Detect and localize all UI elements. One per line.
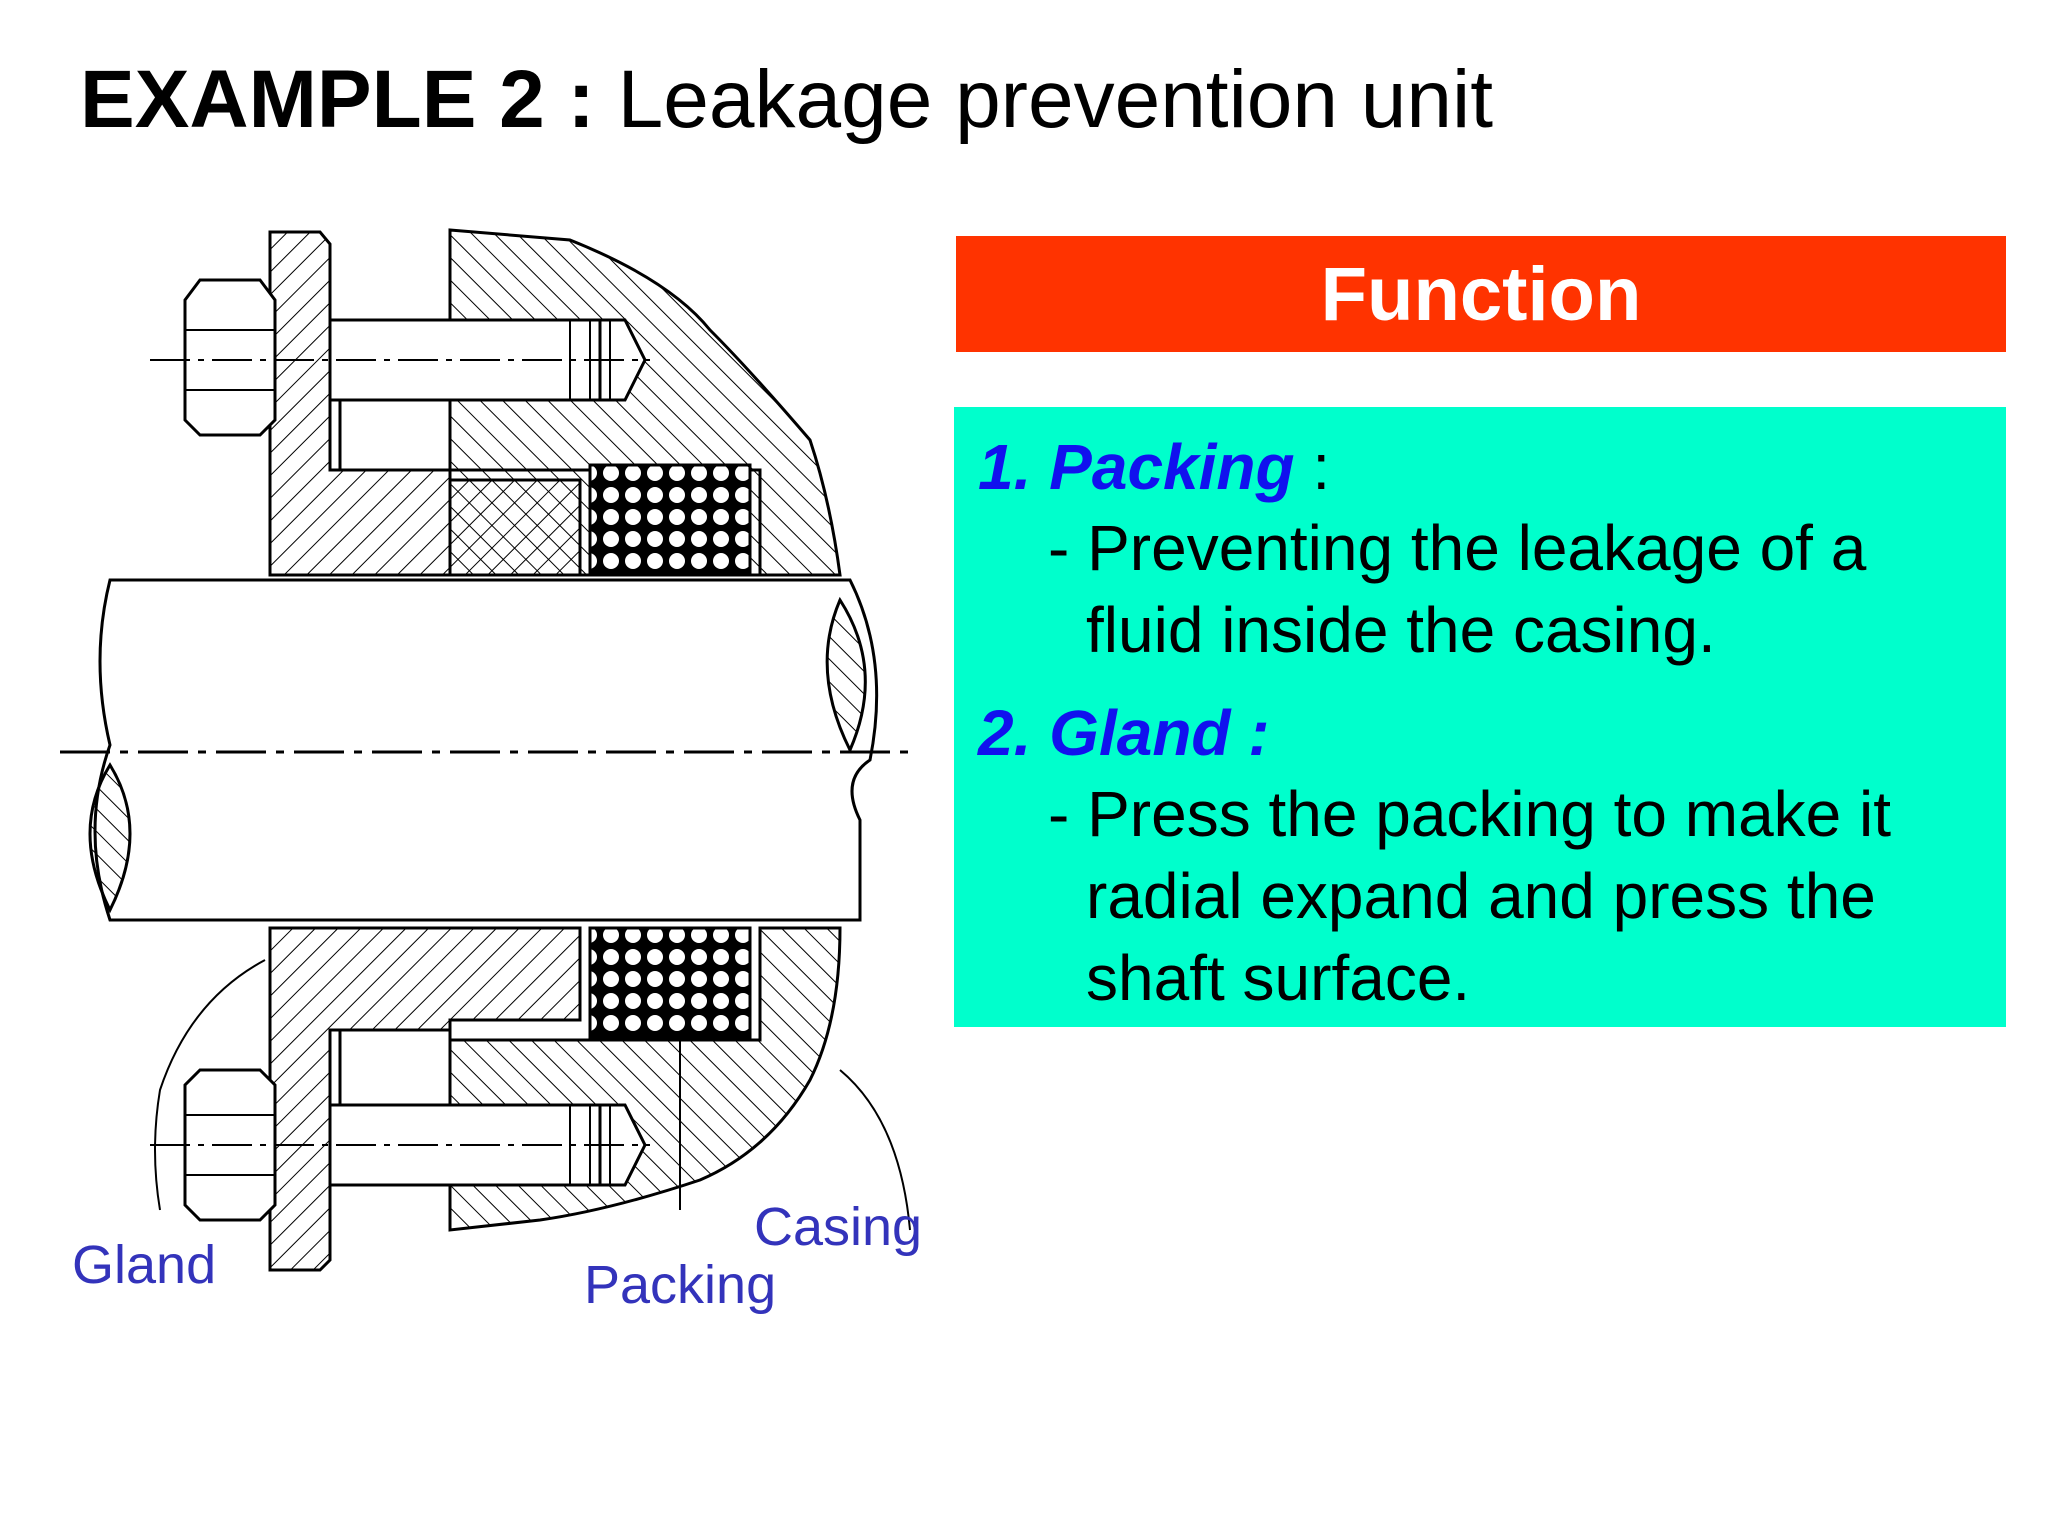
item-description: - Preventing the leakage of a fluid insi…	[1048, 507, 1986, 671]
title-rest: Leakage prevention unit	[617, 54, 1494, 145]
label-gland: Gland	[72, 1235, 217, 1295]
function-header-text: Function	[1320, 251, 1642, 337]
shaft	[93, 578, 879, 922]
item-title: 1. Packing :	[978, 427, 1986, 507]
item-desc-line: fluid inside the casing.	[1086, 594, 1716, 666]
function-body: 1. Packing : - Preventing the leakage of…	[954, 407, 2006, 1027]
label-casing: Casing	[754, 1197, 923, 1257]
item-title: 2. Gland :	[978, 693, 1986, 773]
item-colon: :	[1294, 431, 1331, 503]
slide-title: EXAMPLE 2 : Leakage prevention unit	[80, 52, 1493, 148]
function-item-packing: 1. Packing : - Preventing the leakage of…	[978, 427, 1986, 671]
item-desc-line: shaft surface.	[1086, 942, 1471, 1014]
gland-packing-cross-section-diagram	[60, 228, 911, 1272]
casing-top	[448, 228, 842, 577]
function-item-gland: 2. Gland : - Press the packing to make i…	[978, 693, 1986, 1019]
packing-top	[588, 463, 752, 577]
item-number-title: 1. Packing	[978, 431, 1295, 503]
item-number-title: 2. Gland :	[978, 697, 1270, 769]
item-desc-line: - Preventing the leakage of a	[1048, 512, 1867, 584]
item-description: - Press the packing to make it radial ex…	[1048, 773, 1986, 1019]
item-desc-line: - Press the packing to make it	[1048, 778, 1892, 850]
gland-top	[268, 230, 582, 577]
item-desc-line: radial expand and press the	[1086, 860, 1876, 932]
label-packing: Packing	[584, 1255, 777, 1315]
title-bold: EXAMPLE 2 :	[80, 54, 595, 145]
packing-bottom	[588, 926, 752, 1040]
function-header: Function	[956, 236, 2006, 352]
